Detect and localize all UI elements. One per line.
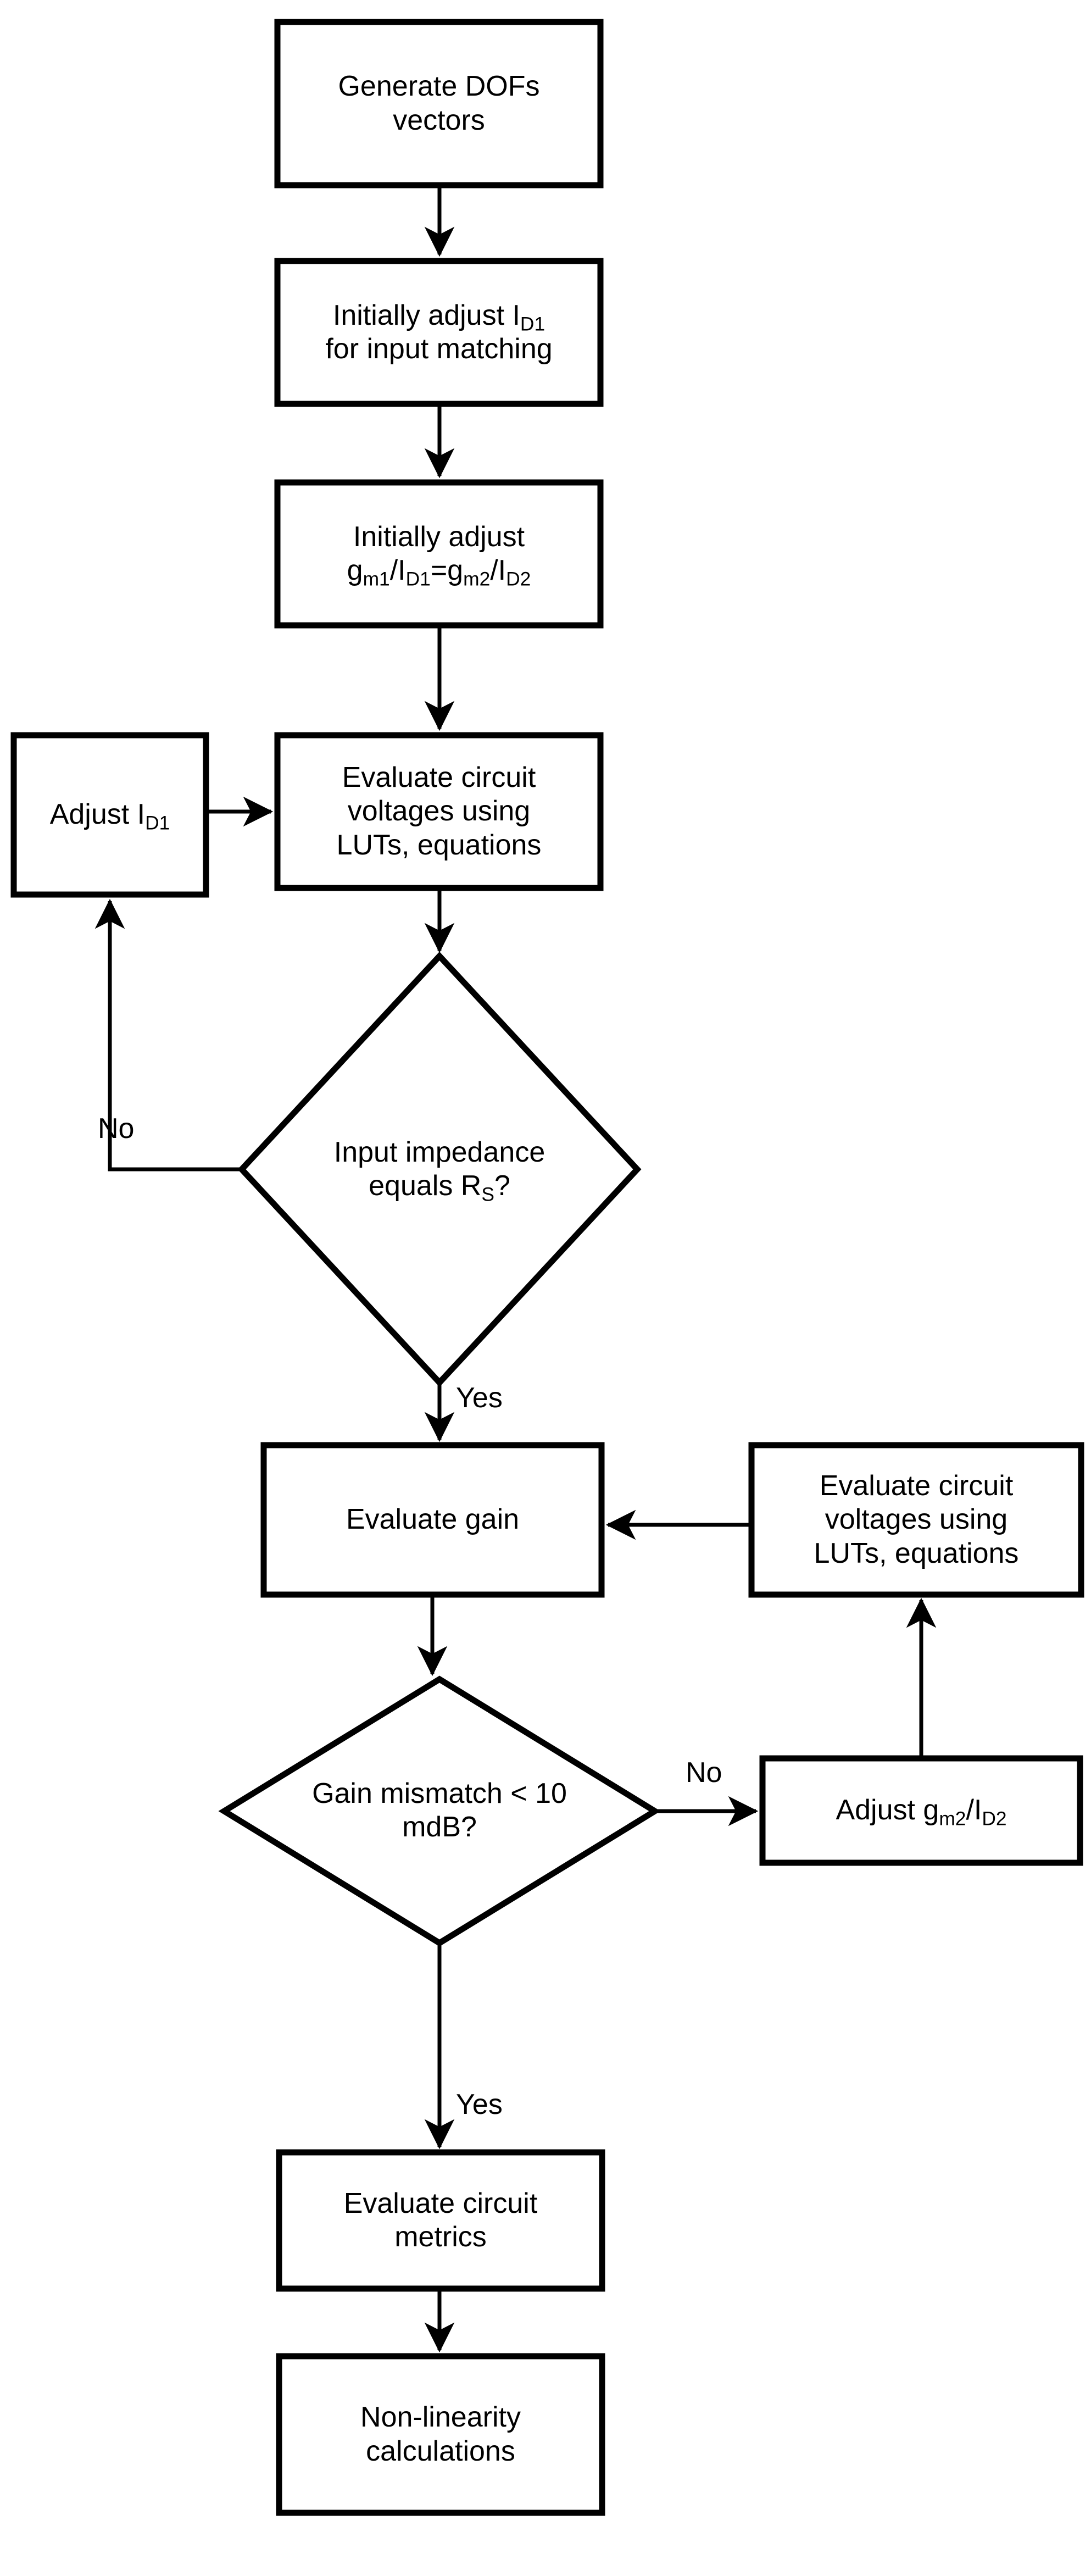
node-decision-input-impedance (237, 951, 642, 1387)
node-eval-gain (260, 1442, 605, 1598)
node-initial-id1 (274, 258, 604, 407)
node-decision-gain-mismatch (218, 1675, 661, 1947)
node-generate-dofs (274, 19, 604, 188)
edge-label-no-input-impedance: No (98, 1113, 135, 1145)
node-eval-voltages-1 (274, 732, 604, 891)
node-adjust-gm2 (759, 1755, 1083, 1866)
edge-label-yes-gain-mismatch: Yes (456, 2089, 503, 2120)
node-adjust-id1 (10, 732, 209, 898)
node-eval-voltages-2 (748, 1442, 1084, 1598)
node-eval-metrics (276, 2149, 605, 2292)
node-initial-gm-over-id (274, 479, 604, 629)
edge-label-no-gain-mismatch: No (686, 1757, 722, 1789)
edge-label-yes-input-impedance: Yes (456, 1382, 503, 1414)
node-non-linearity (276, 2353, 605, 2516)
edge-decision-impedance-no-to-adjust-id1 (94, 898, 242, 1172)
